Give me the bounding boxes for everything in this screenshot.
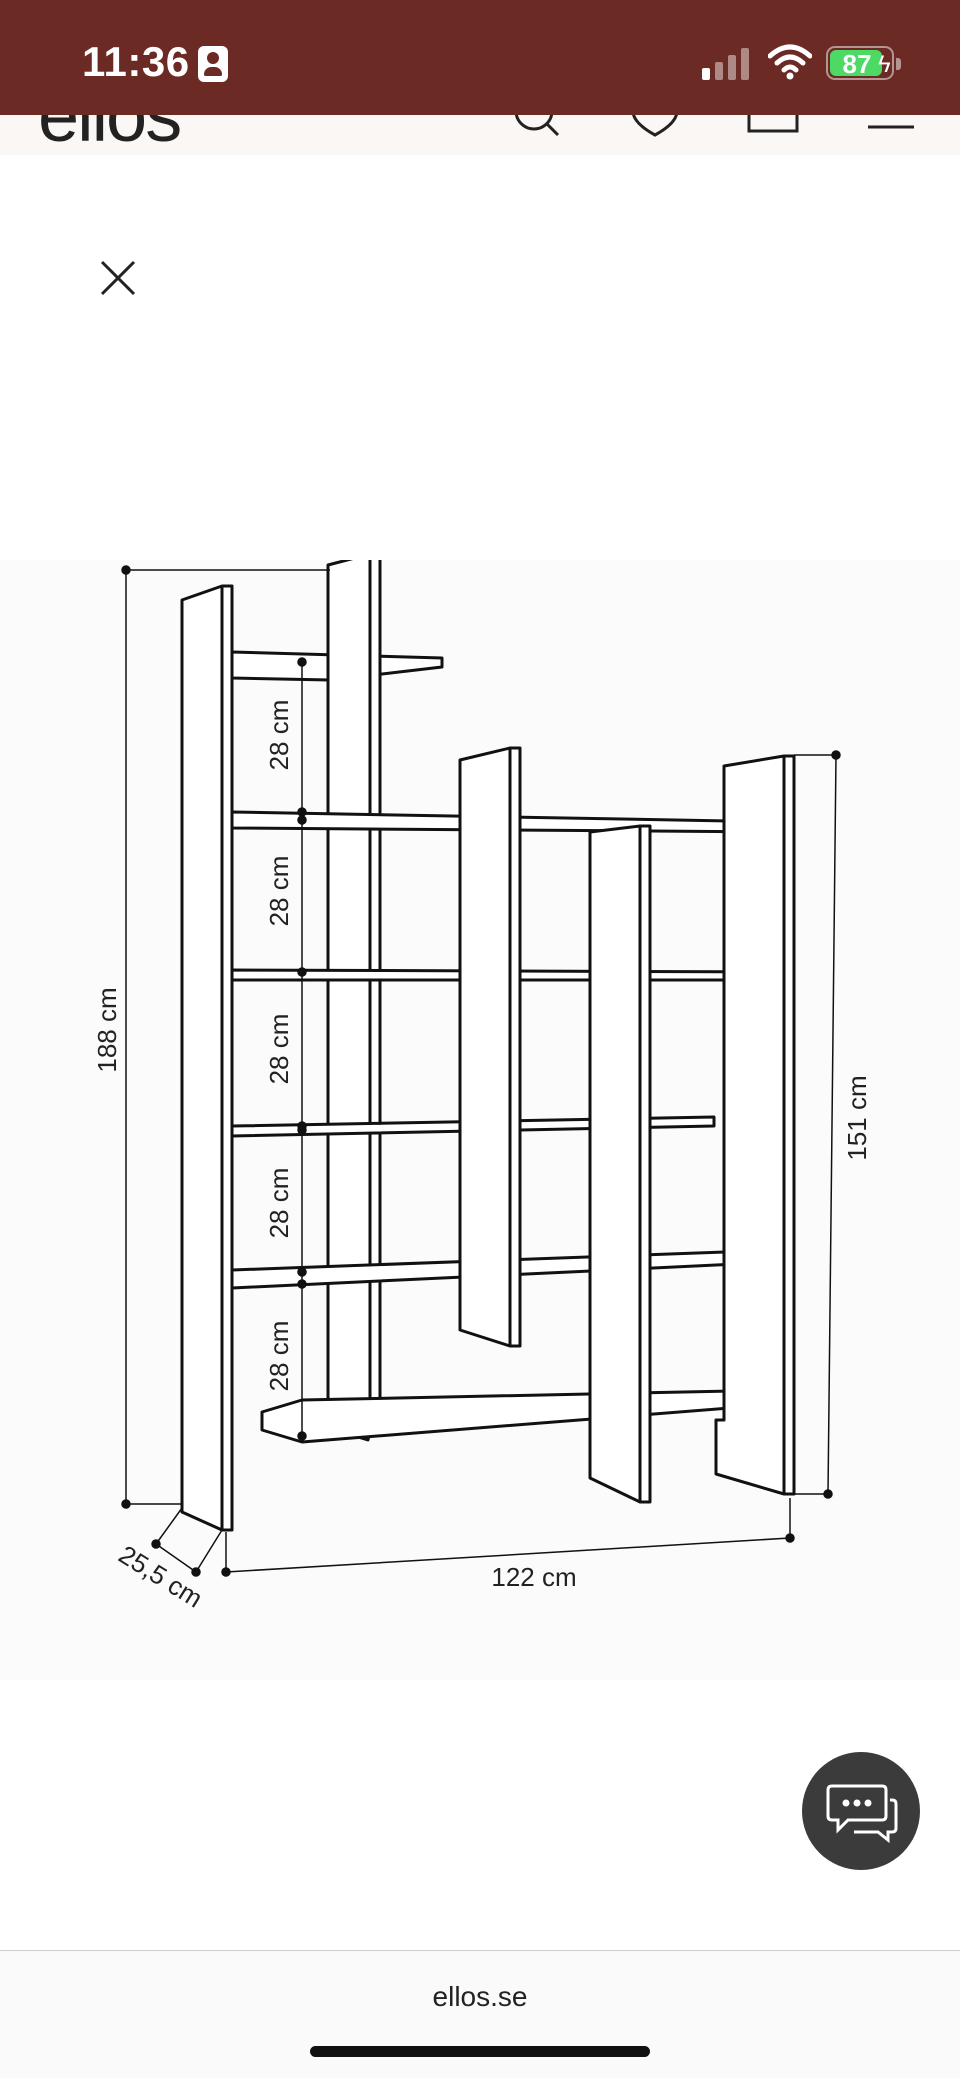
status-time: 11:36 xyxy=(82,38,190,85)
charging-bolt-icon: ϟ xyxy=(878,51,891,78)
battery-percent: 87 xyxy=(842,49,872,79)
product-dimension-image: 188 cm 151 cm 122 cm 25,5 cm 28 cm 28 cm… xyxy=(0,550,960,1680)
close-icon[interactable] xyxy=(92,252,144,304)
left-side-panel xyxy=(180,584,234,1532)
dimension-width: 122 cm xyxy=(491,1562,576,1592)
home-indicator[interactable] xyxy=(310,2046,650,2057)
site-header: ellos xyxy=(0,115,960,155)
site-logo[interactable]: ellos xyxy=(38,115,182,155)
dimension-shelf-spacing-4: 28 cm xyxy=(264,1168,294,1239)
upright-2 xyxy=(326,550,382,1442)
dimension-total-height: 188 cm xyxy=(92,987,122,1072)
person-badge-icon xyxy=(198,46,228,82)
cellular-signal-icon xyxy=(702,46,752,80)
search-icon[interactable] xyxy=(512,115,562,155)
chat-bubbles-icon xyxy=(826,1784,898,1844)
battery-charging-icon: 87 ϟ xyxy=(826,46,894,80)
url-text[interactable]: ellos.se xyxy=(432,1981,528,2012)
right-side-panel xyxy=(714,754,796,1496)
bag-icon[interactable] xyxy=(746,115,800,155)
dimension-shelf-spacing-5: 28 cm xyxy=(264,1321,294,1392)
battery-cap xyxy=(896,58,901,70)
dimension-shelf-spacing-3: 28 cm xyxy=(264,1014,294,1085)
dimension-shelf-spacing-2: 28 cm xyxy=(264,856,294,927)
menu-icon[interactable] xyxy=(866,115,916,155)
dimension-depth: 25,5 cm xyxy=(114,1539,208,1613)
dimension-right-height: 151 cm xyxy=(842,1075,872,1160)
chat-button[interactable] xyxy=(802,1752,920,1870)
battery-fill xyxy=(830,50,882,76)
bookshelf-drawing: 188 cm 151 cm 122 cm 25,5 cm 28 cm 28 cm… xyxy=(92,550,872,1614)
heart-icon[interactable] xyxy=(630,115,680,155)
wifi-icon xyxy=(768,44,812,80)
status-bar: 11:36 87 ϟ xyxy=(0,0,960,115)
bottom-shelf xyxy=(260,1388,782,1444)
browser-url-bar[interactable]: ellos.se xyxy=(0,1950,960,2078)
dimension-shelf-spacing-1: 28 cm xyxy=(264,700,294,771)
